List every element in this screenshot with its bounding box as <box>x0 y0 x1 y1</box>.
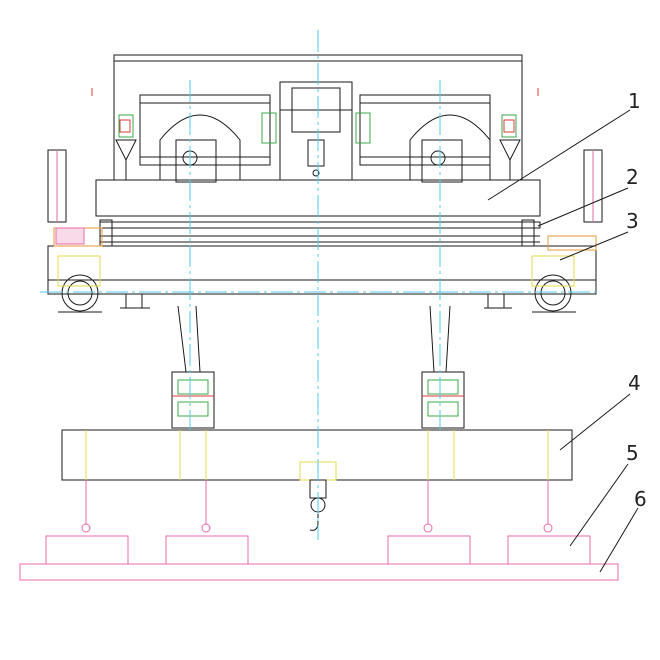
callout-6: 6 <box>634 487 647 511</box>
callout-labels: 1 2 3 4 5 6 <box>626 89 647 511</box>
magnet-3 <box>387 535 471 565</box>
coupling-left-outer <box>118 114 134 138</box>
side-posts <box>47 149 603 223</box>
pulley-blocks <box>171 371 465 429</box>
magnet-hangers <box>81 480 553 533</box>
callout-1: 1 <box>628 89 641 113</box>
coupling-right-outer <box>501 114 517 138</box>
coupling-right-inner <box>355 112 371 144</box>
central-motor <box>279 81 353 181</box>
magnet-4 <box>507 535 591 565</box>
lifting-beam <box>61 429 573 481</box>
load-plate <box>19 563 619 581</box>
trolley-top-rail <box>113 54 523 62</box>
callout-4: 4 <box>628 371 641 395</box>
left-wheel <box>61 274 99 312</box>
callout-2: 2 <box>626 165 639 189</box>
left-drum <box>139 94 271 166</box>
callout-5: 5 <box>626 441 639 465</box>
hoist-ropes <box>177 305 451 373</box>
centerlines <box>40 30 600 540</box>
right-wheel <box>534 274 572 312</box>
girder-body <box>47 245 597 295</box>
left-gear-housing <box>159 114 241 180</box>
red-markers <box>91 88 539 133</box>
right-pulley-block <box>421 371 465 429</box>
main-girder <box>47 227 597 313</box>
right-gear-housing <box>409 114 491 180</box>
lifting-magnets <box>45 535 591 565</box>
magnet-1 <box>45 535 129 565</box>
right-drum <box>359 94 491 166</box>
girder-right-end <box>547 235 597 251</box>
right-reducer <box>421 139 463 183</box>
magnet-2 <box>165 535 249 565</box>
beam-body <box>61 429 573 481</box>
callout-3: 3 <box>626 209 639 233</box>
track-rail <box>99 219 541 247</box>
callout-leaders <box>487 109 639 573</box>
left-reducer <box>175 139 217 183</box>
left-pulley-block <box>171 371 215 429</box>
coupling-left-inner <box>261 112 277 144</box>
